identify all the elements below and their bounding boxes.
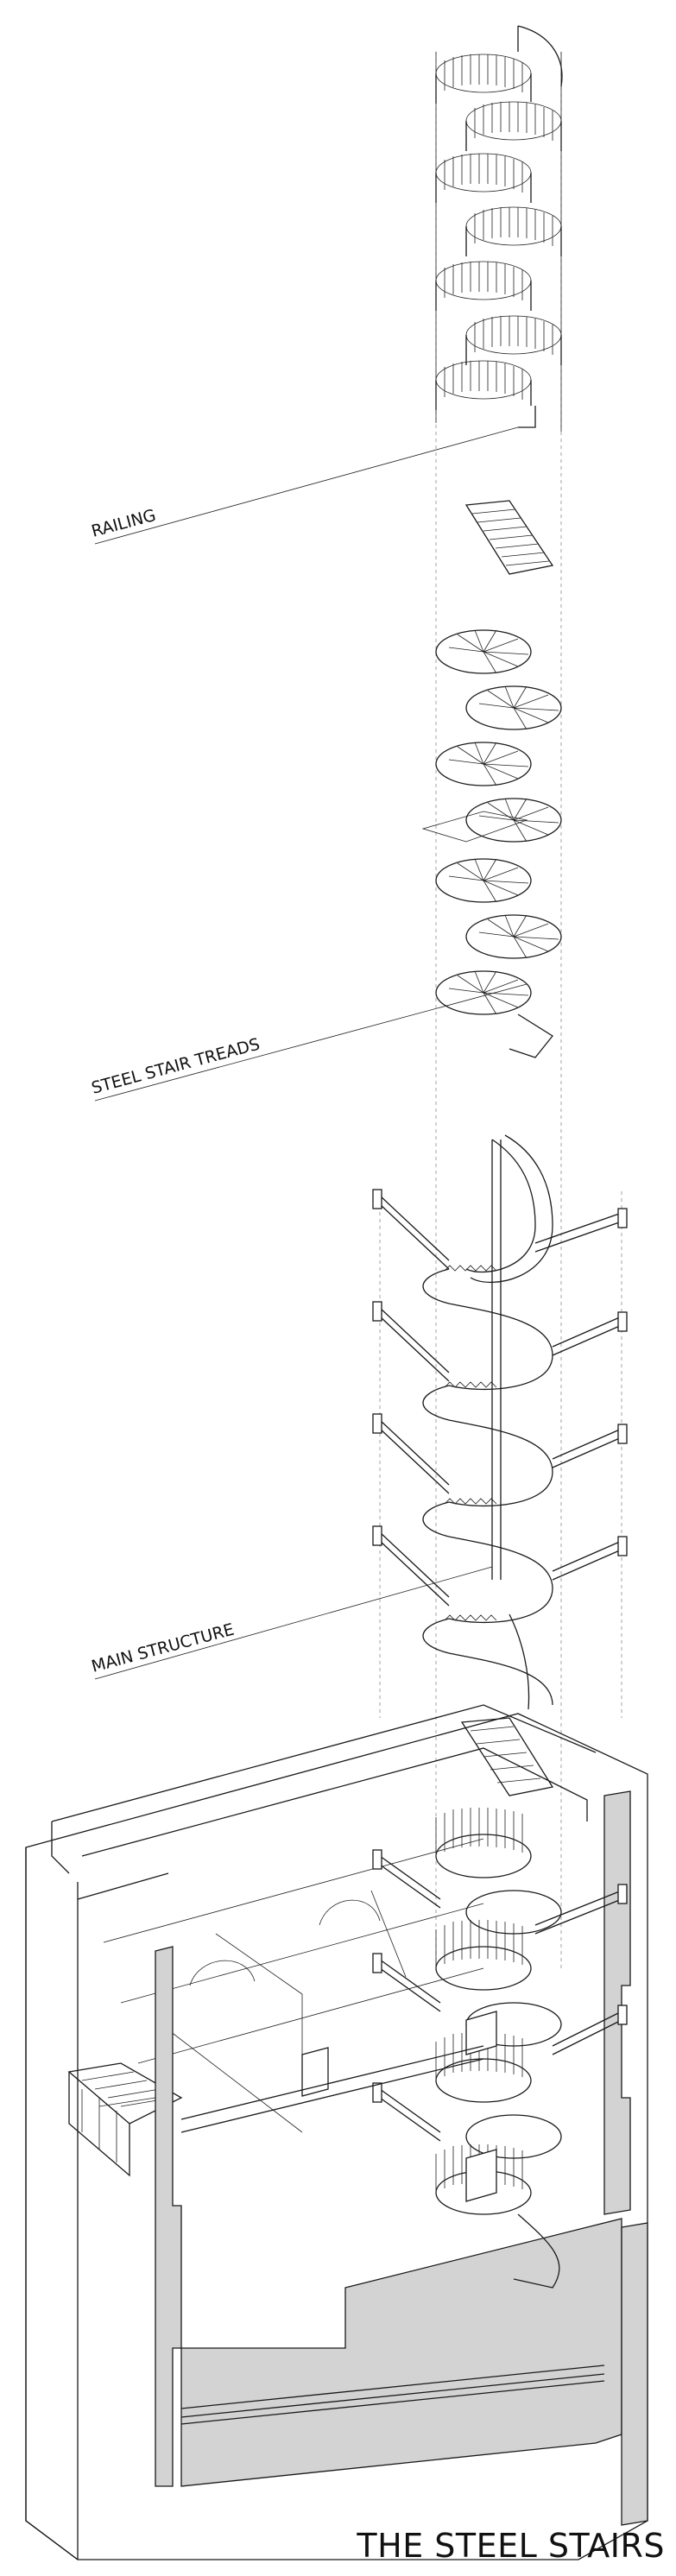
treads-label: STEEL STAIR TREADS (90, 1035, 262, 1098)
railing-component (435, 25, 563, 432)
railing-callout: RAILING (90, 426, 519, 545)
treads-callout: STEEL STAIR TREADS (90, 983, 528, 1102)
structure-callout: MAIN STRUCTURE (90, 1566, 493, 1680)
main-structure-component (372, 1134, 628, 1710)
structure-label: MAIN STRUCTURE (90, 1620, 237, 1676)
building-base (25, 1704, 648, 2560)
drawing-title: THE STEEL STAIRS (356, 2527, 665, 2565)
stair-treads-component (421, 500, 562, 1058)
